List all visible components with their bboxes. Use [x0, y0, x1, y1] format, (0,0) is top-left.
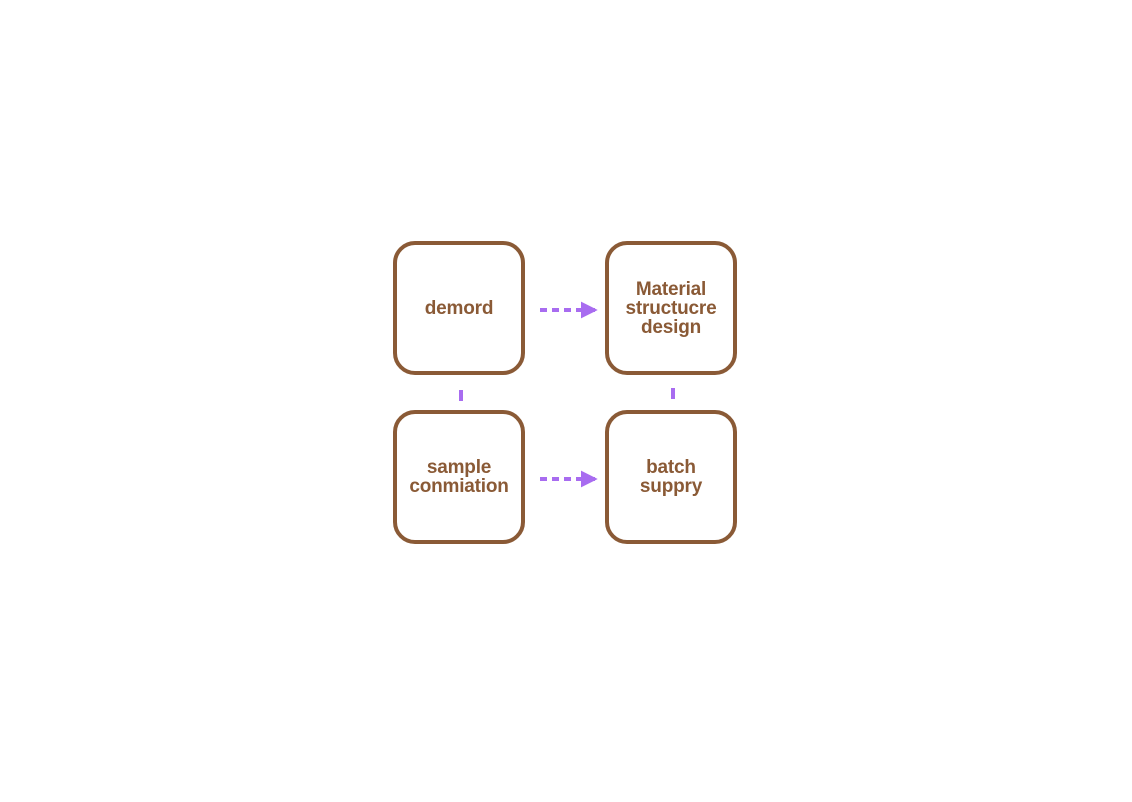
node-label: batch suppry: [639, 457, 703, 497]
node-sample-conmiation[interactable]: sample conmiation: [393, 410, 525, 544]
node-label: demord: [424, 297, 494, 319]
node-label: sample conmiation: [409, 457, 509, 497]
node-material-structure-design[interactable]: Material structucre design: [605, 241, 737, 375]
node-batch-suppry[interactable]: batch suppry: [605, 410, 737, 544]
node-demord[interactable]: demord: [393, 241, 525, 375]
node-label: Material structucre design: [625, 278, 717, 338]
